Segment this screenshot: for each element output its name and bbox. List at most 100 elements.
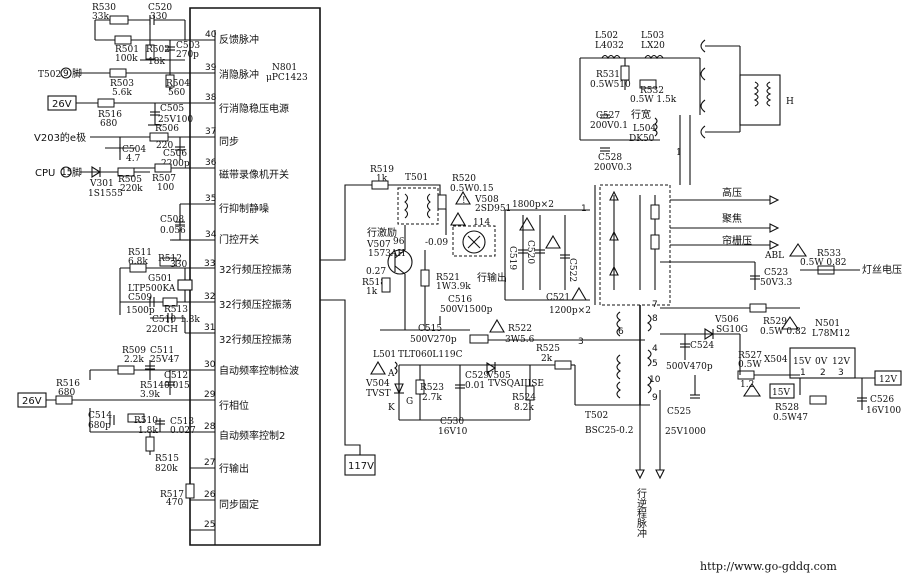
driver-l501: L501 — [373, 350, 396, 360]
pin-func: 自动频率控制2 — [219, 429, 285, 442]
part-ref: R506 — [155, 124, 179, 134]
driver-anode: A — [387, 369, 395, 379]
yoke-r532: R532 — [640, 86, 664, 96]
driver-r523-val: 2.7k — [422, 393, 442, 403]
driver-r519-val: 1k — [376, 174, 388, 184]
flyback-v506: V506 — [714, 315, 739, 325]
part-val: 25V100 — [158, 115, 193, 125]
driver-c520: C520 — [525, 240, 535, 264]
part-ref: G501 — [148, 274, 172, 284]
flyback-c523-val: 50V3.3 — [760, 278, 793, 288]
cpu-pin-suffix: 脚 — [72, 166, 82, 179]
flyback-c526: C526 — [870, 395, 894, 405]
part-val: 2200p — [161, 159, 190, 169]
driver-v027: 0.27 — [366, 267, 386, 277]
yoke-section: L502 L4032 L503 LX20 R531 0.5W510 R532 0… — [579, 31, 794, 185]
pin-num: 27 — [204, 458, 215, 468]
flyback-c525: C525 — [667, 407, 691, 417]
driver-c530: C530 — [440, 417, 464, 427]
part-val: 560 — [168, 88, 185, 98]
part-val: 680 — [100, 119, 117, 129]
reg-gnd-label: 0V — [815, 357, 828, 367]
driver-r521: R521 — [436, 273, 460, 283]
flyback-pin: 10 — [649, 375, 661, 385]
driver-c516-val: 500V1500p — [440, 305, 493, 315]
part-ref: R507 — [152, 174, 176, 184]
part-ref: R515 — [155, 454, 179, 464]
flyback-r527: R527 — [738, 351, 762, 361]
pin-func: 32行频压控振荡 — [219, 298, 292, 311]
part-ref: R502 — [146, 45, 170, 55]
yoke-l504-model: DK50 — [629, 134, 655, 144]
part-ref: R514 — [140, 381, 164, 391]
t502-pin-number: 9 — [63, 69, 69, 79]
driver-r520: R520 — [452, 174, 476, 184]
pin-num: 29 — [204, 390, 216, 400]
flyback-c524-val: 500V470p — [666, 362, 713, 372]
flyback-pin: 1 — [581, 204, 587, 214]
part-ref: C520 — [148, 3, 172, 13]
flyback-pin: 3 — [578, 337, 584, 347]
pin-func: 行消隐稳压电源 — [219, 102, 289, 115]
part-ref: C513 — [170, 417, 194, 427]
driver-r524: R524 — [512, 393, 536, 403]
driver-output-label: 行输出 — [477, 271, 507, 284]
flyback-12v-out: 12V — [879, 375, 897, 385]
yoke-r532-val: 0.5W 1.5k — [630, 95, 677, 105]
part-val: 0.056 — [160, 226, 186, 236]
ic-name: N801 — [272, 63, 297, 73]
flyback-section: 高压 聚焦 帘栅压 ABL C523 50V3.3 1 6 3 7 8 4 — [578, 184, 902, 480]
pin-num: 34 — [205, 230, 217, 240]
part-ref: R516 — [98, 110, 122, 120]
yoke-l502-model: L4032 — [595, 41, 624, 51]
pin-num: 39 — [205, 63, 217, 73]
driver-c530-val: 16V10 — [438, 427, 468, 437]
part-val: 0.015 — [164, 381, 190, 391]
part-ref: R504 — [166, 79, 190, 89]
driver-v507: V507 — [366, 240, 391, 250]
supply-117v: 117V — [348, 461, 374, 472]
flyback-pulse-label: 行逆程脉冲 — [635, 487, 647, 539]
part-val: 680 — [58, 388, 75, 398]
part-val: 220 — [156, 141, 173, 151]
flyback-focus: 聚焦 — [722, 212, 742, 225]
part-val: 330 — [150, 12, 167, 22]
pin-func: 磁带录像机开关 — [219, 168, 289, 181]
driver-c529: C529 — [465, 371, 489, 381]
part-ref: C506 — [163, 149, 187, 159]
part-val: 3.9k — [140, 390, 160, 400]
part-val: 33k — [92, 12, 109, 22]
driver-r525-val: 2k — [541, 354, 553, 364]
pin-num: 36 — [205, 158, 217, 168]
flyback-r527-val: 0.5W — [738, 360, 762, 370]
cpu-pin-number: 15 — [61, 168, 72, 178]
ic-pin-labels: 40 反馈脉冲 39 消隐脉冲 38 行消隐稳压电源 37 同步 36 磁带录像… — [204, 30, 299, 530]
flyback-heater: 灯丝电压 — [862, 263, 902, 276]
driver-c515: C515 — [418, 324, 442, 334]
svg-text:2: 2 — [820, 368, 826, 378]
flyback-c524: C524 — [690, 341, 714, 351]
driver-cap1200: 1200p×2 — [549, 306, 591, 316]
part-val: 680p — [88, 421, 111, 431]
t502-input-label: T502 — [38, 70, 61, 80]
yoke-l502: L502 — [595, 31, 618, 41]
reg-out-label: 12V — [832, 357, 850, 367]
pin-func: 同步 — [219, 136, 239, 148]
part-val: 100 — [157, 183, 174, 193]
part-val: 4.7 — [126, 154, 141, 164]
part-ref: C514 — [88, 411, 112, 421]
yoke-l503-model: LX20 — [641, 41, 665, 51]
pin-func: 行抑制静噪 — [219, 202, 269, 215]
part-val: 220CH — [146, 325, 178, 335]
svg-text:1: 1 — [676, 148, 682, 158]
svg-text:3: 3 — [838, 368, 844, 378]
driver-c522: C522 — [567, 258, 577, 282]
pin-func: 32行频压控振荡 — [219, 263, 292, 276]
driver-stage: 117V R519 1k T501 R520 0.5W0.15 V508 2SD… — [320, 165, 650, 476]
flyback-r533: R533 — [817, 249, 841, 259]
v203-e-label: V203的e极 — [34, 131, 86, 144]
svg-text:!: ! — [462, 196, 466, 206]
pin-func: 同步固定 — [219, 498, 259, 511]
driver-v505: V505 — [486, 371, 511, 381]
driver-v504-model: TVST — [366, 389, 391, 399]
